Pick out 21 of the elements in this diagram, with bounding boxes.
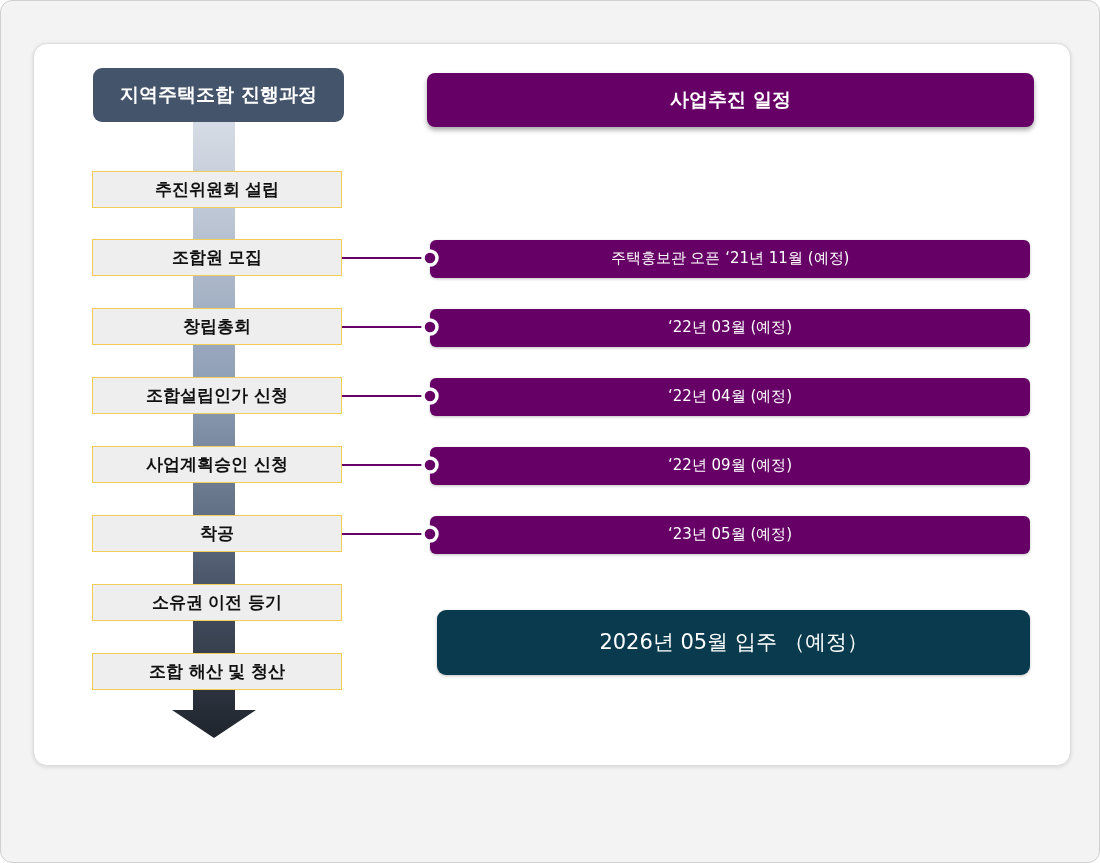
connector-line bbox=[341, 248, 439, 267]
date-bar: ‘22년 09월 (예정) bbox=[430, 447, 1030, 485]
date-bar: ‘22년 04월 (예정) bbox=[430, 378, 1030, 416]
result-box: 2026년 05월 입주 （예정） bbox=[437, 610, 1030, 675]
step-box: 추진위원회 설립 bbox=[92, 171, 342, 208]
date-bar: ‘22년 03월 (예정) bbox=[430, 309, 1030, 347]
date-bar: 주택홍보관 오픈 ‘21년 11월 (예정) bbox=[430, 240, 1030, 278]
step-box: 사업계획승인 신청 bbox=[92, 446, 342, 483]
step-box: 조합원 모집 bbox=[92, 239, 342, 276]
step-box: 창립총회 bbox=[92, 308, 342, 345]
step-box: 조합설립인가 신청 bbox=[92, 377, 342, 414]
connector-line bbox=[341, 386, 439, 405]
step-box: 조합 해산 및 청산 bbox=[92, 653, 342, 690]
date-bar: ‘23년 05월 (예정) bbox=[430, 516, 1030, 554]
step-box: 소유권 이전 등기 bbox=[92, 584, 342, 621]
header-box: 지역주택조합 진행과정 bbox=[93, 68, 344, 122]
connector-line bbox=[341, 524, 439, 543]
header-box: 사업추진 일정 bbox=[427, 73, 1034, 127]
connector-line bbox=[341, 317, 439, 336]
connector-line bbox=[341, 455, 439, 474]
step-box: 착공 bbox=[92, 515, 342, 552]
